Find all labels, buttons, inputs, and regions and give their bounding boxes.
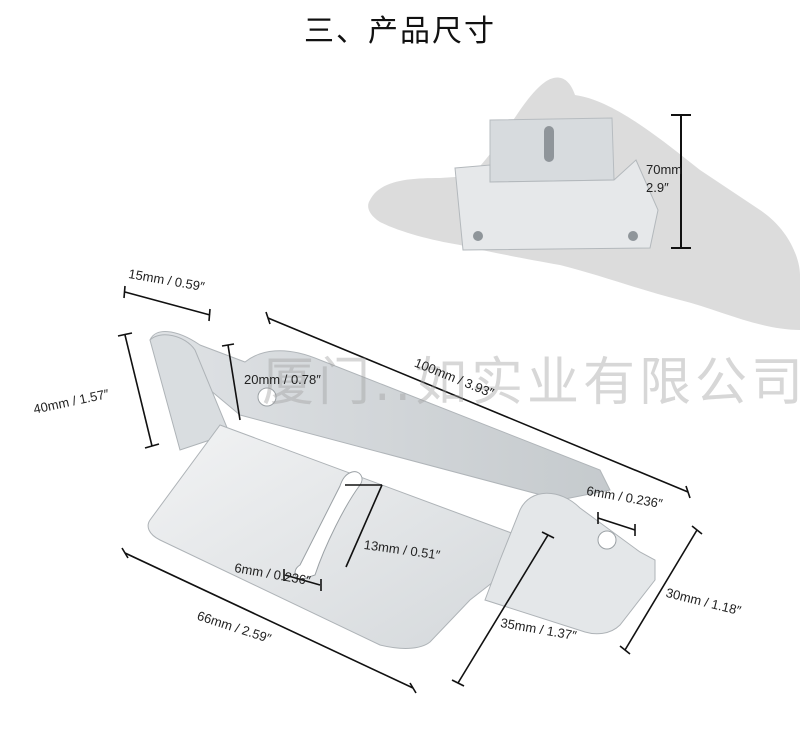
height-dimension-line: [671, 114, 691, 249]
height-in-label: 2.9″: [646, 180, 669, 195]
dimension-lines: [117, 285, 703, 694]
height-mm-label: 70mm: [646, 162, 683, 177]
large-bracket-photo: [147, 331, 656, 649]
company-watermark: 厦门..如实业有限公司: [262, 353, 800, 413]
small-bracket-photo: [454, 117, 659, 251]
page-title: 三、产品尺寸: [304, 14, 496, 49]
hole-offset-label: 20mm / 0.78″: [244, 372, 321, 387]
